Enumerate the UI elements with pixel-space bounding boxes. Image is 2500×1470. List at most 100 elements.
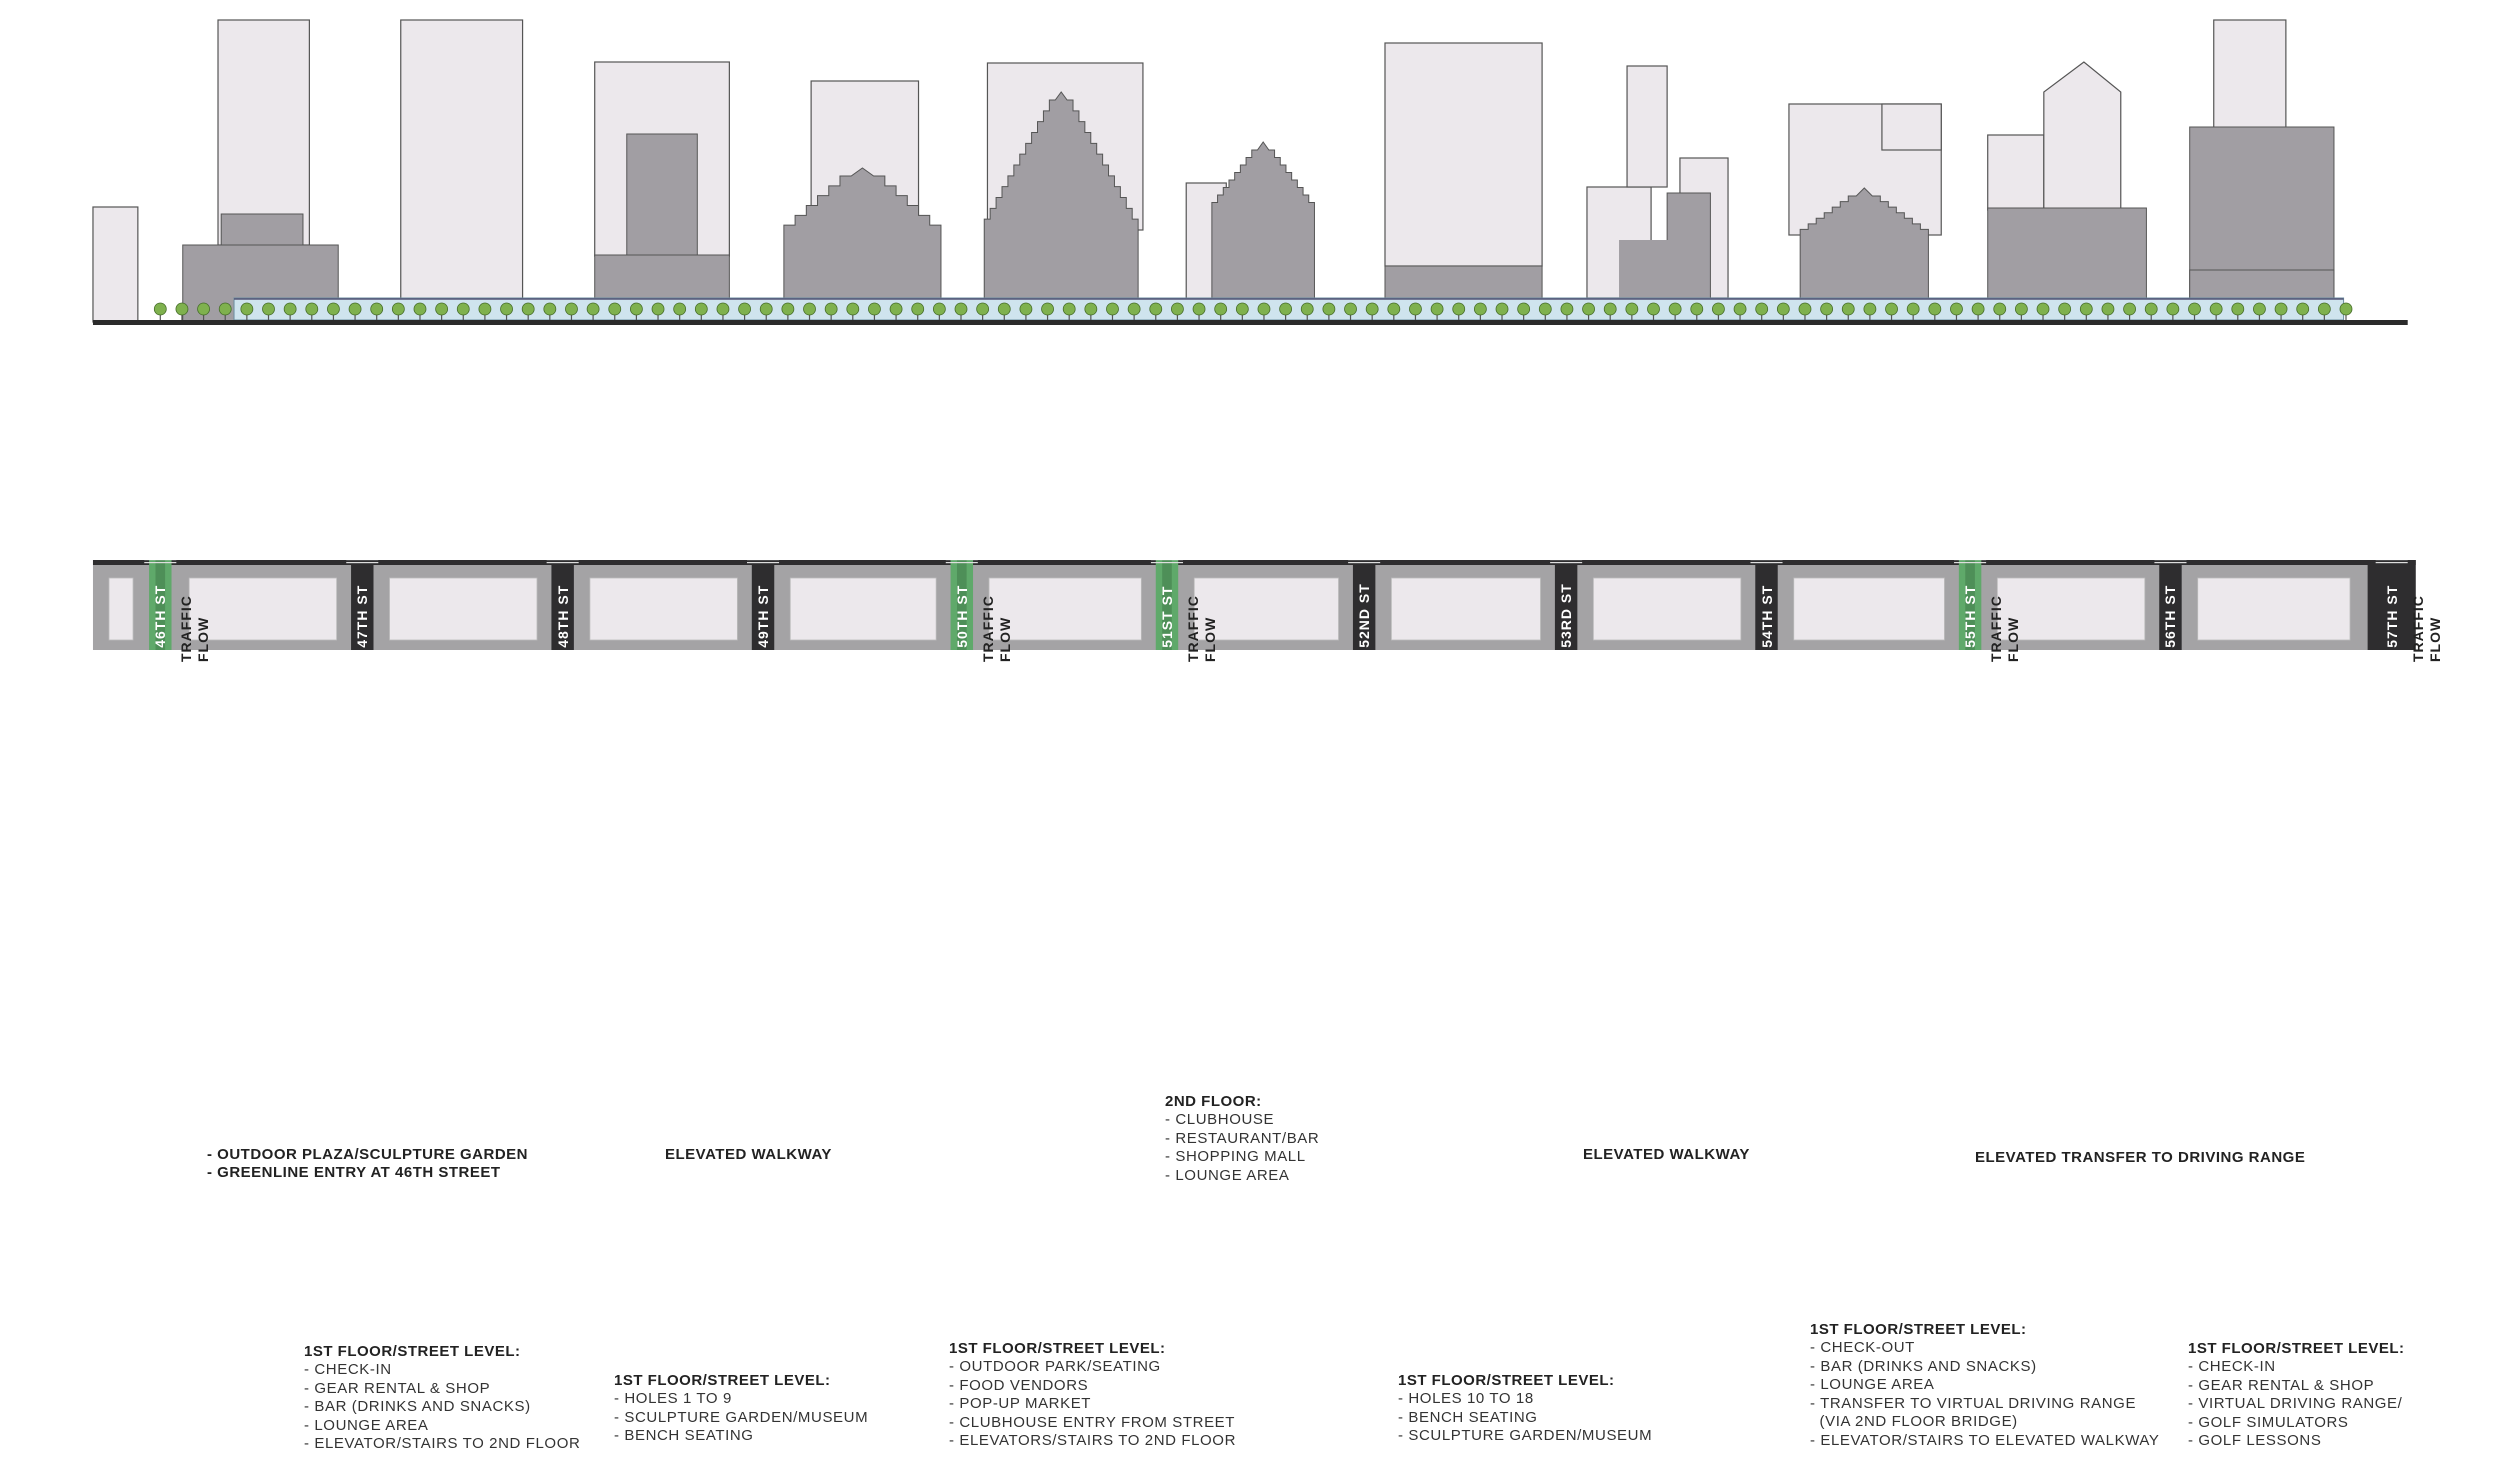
tree <box>1474 303 1486 315</box>
tree <box>2059 303 2071 315</box>
tree <box>630 303 642 315</box>
street-label: E 47TH ST <box>354 663 384 679</box>
tree <box>1734 303 1746 315</box>
tree <box>544 303 556 315</box>
tree <box>522 303 534 315</box>
building-footprint <box>189 578 336 640</box>
shadow-building <box>627 134 698 255</box>
street-name: E 52ND ST <box>1356 633 1372 663</box>
tree <box>1388 303 1400 315</box>
transfer-text: ELEVATED TRANSFER TO DRIVING RANGE <box>1975 1149 2305 1167</box>
light-building <box>218 20 309 245</box>
floor-program-item: - OUTDOOR PARK/SEATING <box>949 1358 1236 1377</box>
tree <box>1085 303 1097 315</box>
floor-program-title: 1ST FLOOR/STREET LEVEL: <box>304 1342 580 1361</box>
tree <box>1712 303 1724 315</box>
tree <box>652 303 664 315</box>
floor-program-item: - GOLF SIMULATORS <box>2188 1414 2405 1433</box>
second-floor-title: 2ND FLOOR: <box>1165 1093 1319 1111</box>
floor-program-item: - CLUBHOUSE ENTRY FROM STREET <box>949 1414 1236 1433</box>
tree <box>1323 303 1335 315</box>
floor-program-item: - SCULPTURE GARDEN/MUSEUM <box>1398 1427 1652 1446</box>
crosswalk <box>1151 562 1183 563</box>
tree <box>2145 303 2157 315</box>
tree <box>1518 303 1530 315</box>
crosswalk <box>547 562 579 563</box>
floor-program-item: - BAR (DRINKS AND SNACKS) <box>1810 1358 2160 1377</box>
tree <box>1063 303 1075 315</box>
tree <box>565 303 577 315</box>
tree <box>1561 303 1573 315</box>
floor-program-item: (VIA 2ND FLOOR BRIDGE) <box>1810 1413 2160 1432</box>
tree <box>1539 303 1551 315</box>
shadow-building <box>221 214 303 245</box>
tree <box>371 303 383 315</box>
building-footprint <box>390 578 537 640</box>
floor-program-item: - BENCH SEATING <box>614 1427 868 1446</box>
tree <box>695 303 707 315</box>
walkway-right-label: ELEVATED WALKWAY <box>1583 1146 1750 1164</box>
tree <box>1020 303 1032 315</box>
tree <box>1583 303 1595 315</box>
street-name: E 49TH ST <box>755 633 771 663</box>
street-label: E 56TH ST <box>2162 663 2192 679</box>
crosswalk <box>1348 562 1380 563</box>
street-label: E 48TH ST <box>555 663 585 679</box>
traffic-flow-line2: FLOW <box>1202 617 1218 662</box>
tree <box>868 303 880 315</box>
tree <box>2102 303 2114 315</box>
floor-program-title: 1ST FLOOR/STREET LEVEL: <box>614 1371 868 1390</box>
floor-program-item: - GEAR RENTAL & SHOP <box>304 1380 580 1399</box>
tree <box>1258 303 1270 315</box>
street-name: E 56TH ST <box>2162 633 2178 663</box>
building-footprint <box>1593 578 1740 640</box>
plaza-label: - OUTDOOR PLAZA/SCULPTURE GARDEN - GREEN… <box>207 1146 528 1182</box>
floor-program-item: - ELEVATOR/STAIRS TO ELEVATED WALKWAY <box>1810 1432 2160 1451</box>
tree <box>998 303 1010 315</box>
tree <box>1950 303 1962 315</box>
tree <box>2297 303 2309 315</box>
tree <box>977 303 989 315</box>
street-plan: ↕↕↕↕↕↕↕↕↕↕↕↕ <box>0 560 2500 1080</box>
light-building <box>401 20 523 300</box>
skyline-elevation <box>0 0 2500 540</box>
tree <box>457 303 469 315</box>
floor-program-label: 1ST FLOOR/STREET LEVEL:- OUTDOOR PARK/SE… <box>949 1339 1236 1451</box>
floor-program-item: - ELEVATORS/STAIRS TO 2ND FLOOR <box>949 1432 1236 1451</box>
tree <box>436 303 448 315</box>
tree <box>392 303 404 315</box>
tree <box>933 303 945 315</box>
light-building <box>1385 43 1542 266</box>
street-name: E 51ST ST <box>1159 633 1175 663</box>
tree <box>2015 303 2027 315</box>
tree <box>1842 303 1854 315</box>
tree <box>327 303 339 315</box>
street-name: E 57TH ST <box>2384 633 2400 663</box>
tree <box>2037 303 2049 315</box>
tree <box>739 303 751 315</box>
street-name: E 53RD ST <box>1558 633 1574 663</box>
street-label: E 54TH ST <box>1759 663 1789 679</box>
tree <box>1236 303 1248 315</box>
tree <box>2080 303 2092 315</box>
second-floor-item: - SHOPPING MALL <box>1165 1148 1319 1167</box>
second-floor-label: 2ND FLOOR: - CLUBHOUSE - RESTAURANT/BAR … <box>1165 1093 1319 1185</box>
floor-program-item: - CHECK-IN <box>304 1361 580 1380</box>
building-footprint <box>590 578 737 640</box>
tree <box>2253 303 2265 315</box>
traffic-flow-line2: FLOW <box>997 617 1013 662</box>
tree <box>1669 303 1681 315</box>
second-floor-item: - RESTAURANT/BAR <box>1165 1130 1319 1149</box>
floor-program-label: 1ST FLOOR/STREET LEVEL:- CHECK-IN- GEAR … <box>304 1342 580 1454</box>
tree <box>2124 303 2136 315</box>
tree <box>760 303 772 315</box>
tree <box>284 303 296 315</box>
crosswalk <box>1550 562 1582 563</box>
tree <box>1864 303 1876 315</box>
tree <box>1280 303 1292 315</box>
light-building <box>1882 104 1941 150</box>
floor-program-item: - VIRTUAL DRIVING RANGE/ <box>2188 1395 2405 1414</box>
